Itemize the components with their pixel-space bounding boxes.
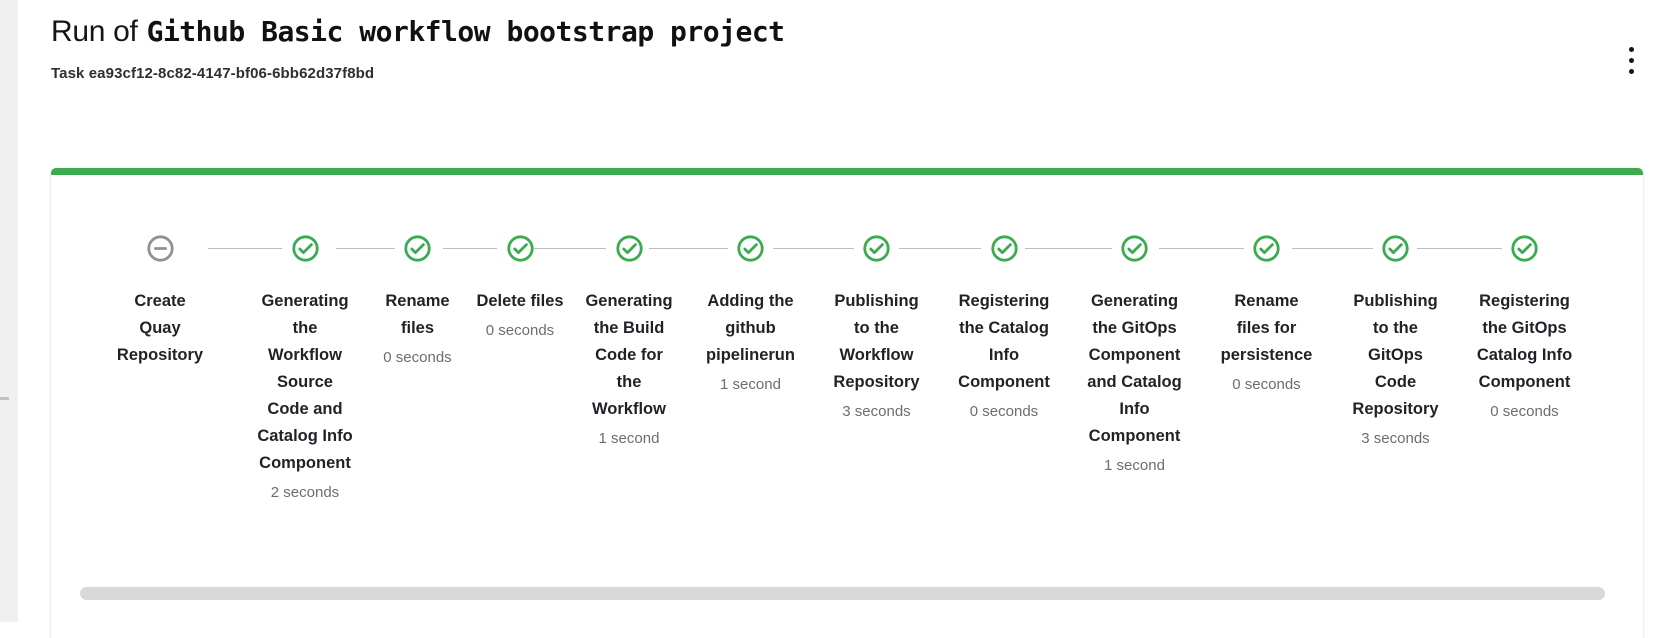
step-connector [335, 248, 395, 249]
check-circle-icon [737, 235, 764, 262]
step-label: Publishing to the GitOps Code Repository [1352, 292, 1439, 418]
page-title-prefix: Run of [51, 15, 138, 48]
check-circle-icon [1382, 235, 1409, 262]
check-circle-icon [404, 235, 431, 262]
step-duration: 3 seconds [1361, 430, 1430, 447]
minus-circle-icon [146, 235, 174, 262]
step-duration: 0 seconds [383, 349, 452, 366]
step-duration: 3 seconds [842, 403, 911, 420]
step-duration: 0 seconds [485, 322, 555, 339]
task-stepper: Create Quay Repository Generating the Wo… [51, 175, 1643, 507]
step-connector [1158, 248, 1244, 249]
step-duration: 0 seconds [1490, 403, 1559, 420]
step-label: Generating the Workflow Source Code and … [257, 292, 353, 472]
step-connector [772, 248, 854, 249]
step-label: Registering the GitOps Catalog Info Comp… [1476, 292, 1573, 391]
check-circle-icon [863, 235, 890, 262]
check-circle-icon [990, 235, 1018, 262]
stepper-step: Adding the github pipelinerun 1 second [648, 235, 813, 399]
stepper-step: Publishing to the Workflow Repository 3 … [772, 235, 940, 426]
step-label: Rename files for persistence [1220, 292, 1313, 364]
step-label: Generating the GitOps Component and Cata… [1087, 292, 1182, 445]
step-label: Delete files [476, 292, 564, 310]
stepper-step: Rename files 0 seconds [335, 235, 470, 372]
step-connector [899, 248, 981, 249]
left-panel-scroll-dash [0, 397, 9, 400]
check-circle-icon [1253, 235, 1280, 262]
check-circle-icon [1121, 235, 1148, 262]
step-connector [534, 248, 606, 249]
step-duration: 2 seconds [270, 484, 340, 501]
step-connector [443, 248, 497, 249]
stepper-step: Rename files for persistence 0 seconds [1158, 235, 1332, 399]
stepper-step: Registering the GitOps Catalog Info Comp… [1416, 235, 1590, 426]
check-circle-icon [291, 235, 319, 262]
check-circle-icon [506, 235, 534, 262]
stepper-step: Registering the Catalog Info Component 0… [899, 235, 1068, 426]
stepper-step: Publishing to the GitOps Code Repository… [1291, 235, 1459, 453]
step-duration: 1 second [1104, 457, 1165, 474]
step-label: Rename files [385, 292, 450, 337]
step-label: Publishing to the Workflow Repository [833, 292, 920, 391]
vertical-ellipsis-icon [1628, 68, 1634, 74]
horizontal-scrollbar-thumb[interactable] [80, 587, 1605, 600]
step-label: Create Quay Repository [116, 292, 204, 364]
vertical-ellipsis-icon [1628, 46, 1634, 52]
step-label: Adding the github pipelinerun [706, 292, 795, 364]
task-steps-card: Create Quay Repository Generating the Wo… [51, 168, 1643, 638]
step-connector [1291, 248, 1373, 249]
kebab-menu-button[interactable] [1615, 40, 1647, 80]
step-connector [1024, 248, 1112, 249]
step-label: Generating the Build Code for the Workfl… [585, 292, 673, 418]
task-id-subtitle: Task ea93cf12-8c82-4147-bf06-6bb62d37f8b… [51, 65, 375, 82]
step-label: Registering the Catalog Info Component [958, 292, 1050, 391]
stepper-step: Generating the Workflow Source Code and … [208, 235, 365, 507]
step-duration: 0 seconds [1232, 376, 1301, 393]
step-duration: 0 seconds [969, 403, 1039, 420]
check-circle-icon [1511, 235, 1538, 262]
step-connector [1416, 248, 1502, 249]
vertical-ellipsis-icon [1628, 57, 1634, 63]
step-duration: 1 second [720, 376, 781, 393]
check-circle-icon [615, 235, 643, 262]
step-connector [648, 248, 728, 249]
step-connector [208, 248, 282, 249]
stepper-step: Delete files 0 seconds [443, 235, 570, 345]
stepper-step: Create Quay Repository [75, 235, 245, 371]
left-panel-edge [0, 0, 18, 622]
stepper-step: Generating the Build Code for the Workfl… [534, 235, 688, 453]
template-name: Github Basic workflow bootstrap project [146, 15, 785, 48]
step-duration: 1 second [598, 430, 660, 447]
stepper-step: Generating the GitOps Component and Cata… [1024, 235, 1201, 480]
